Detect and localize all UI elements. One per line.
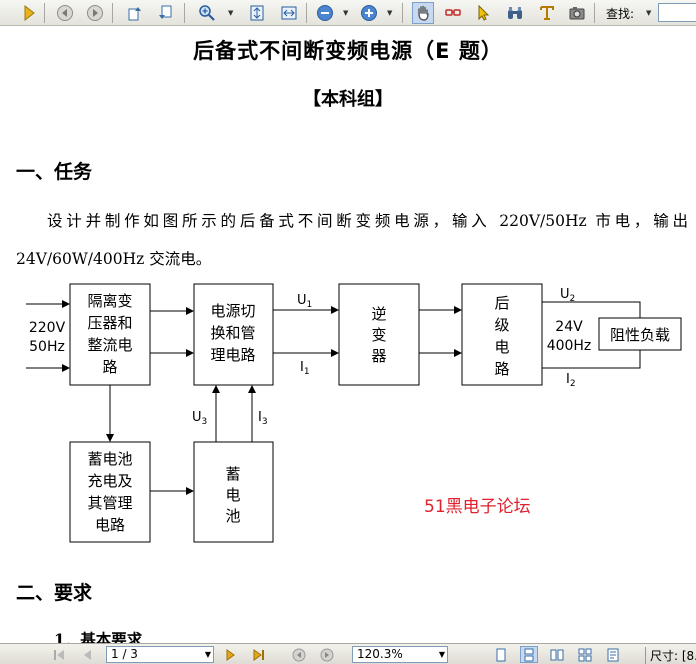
charger-label-2: 充电及 bbox=[87, 472, 132, 490]
separator bbox=[594, 3, 595, 23]
status-bar: 1 / 3 ▼ 120.3% ▼ 尺寸: [8. bbox=[0, 643, 696, 664]
load-label: 阻性负载 bbox=[610, 326, 670, 344]
page-up-icon[interactable] bbox=[124, 2, 146, 24]
section-requirements-heading: 二、要求 bbox=[16, 582, 93, 604]
text-select-icon[interactable] bbox=[536, 2, 558, 24]
history-forward-icon[interactable] bbox=[318, 646, 336, 663]
zoom-in-icon[interactable] bbox=[196, 2, 218, 24]
battery-label-2: 电 bbox=[225, 486, 240, 504]
section-task-heading: 一、任务 bbox=[16, 161, 93, 183]
continuous-facing-view-icon[interactable] bbox=[576, 646, 594, 663]
input-frequency-label: 50Hz bbox=[29, 339, 65, 355]
facing-view-icon[interactable] bbox=[548, 646, 566, 663]
fit-page-icon[interactable] bbox=[246, 2, 268, 24]
post-label-1: 后 bbox=[494, 294, 509, 312]
charger-label-4: 电路 bbox=[95, 516, 125, 534]
switch-block bbox=[193, 283, 274, 386]
next-page-icon[interactable] bbox=[222, 646, 240, 663]
last-page-icon[interactable] bbox=[250, 646, 268, 663]
post-label-3: 电 bbox=[494, 338, 509, 356]
toolbar: ▼ ▼ ▼ 查找: ▼ bbox=[0, 0, 696, 26]
hand-tool-icon[interactable] bbox=[412, 2, 434, 24]
inverter-label-3: 器 bbox=[371, 347, 386, 365]
snapshot-icon[interactable] bbox=[566, 2, 588, 24]
select-arrow-icon[interactable] bbox=[472, 2, 494, 24]
battery-label-1: 蓄 bbox=[225, 465, 240, 483]
transformer-label-3: 整流电 bbox=[87, 336, 132, 354]
find-options-arrow[interactable]: ▼ bbox=[646, 9, 652, 17]
task-paragraph: 设计并制作如图所示的后备式不间断变频电源，输入 220V/50Hz 市电，输出 … bbox=[16, 212, 688, 268]
transformer-label-2: 压器和 bbox=[87, 314, 132, 332]
i1-label: I1 bbox=[300, 360, 310, 377]
page-indicator[interactable]: 1 / 3 ▼ bbox=[106, 646, 214, 663]
charger-label-3: 其管理 bbox=[87, 494, 132, 512]
separator bbox=[402, 3, 403, 23]
page-layout-icon[interactable] bbox=[604, 646, 622, 663]
document-page: 后备式不间断变频电源（E 题） 【本科组】 一、任务 设计并制作如图所示的后备式… bbox=[0, 27, 696, 643]
document-title: 后备式不间断变频电源（E 题） bbox=[193, 39, 503, 63]
basic-requirements-heading: 1．基本要求 bbox=[54, 630, 143, 643]
switch-label-2: 换和管 bbox=[210, 324, 255, 342]
continuous-view-icon[interactable] bbox=[520, 646, 538, 663]
charger-label-1: 蓄电池 bbox=[87, 450, 132, 468]
zoom-dropdown-arrow[interactable]: ▼ bbox=[228, 9, 234, 17]
load-block bbox=[598, 317, 682, 351]
zoom-level-dropdown-arrow[interactable]: ▼ bbox=[438, 650, 445, 659]
glasses-icon[interactable] bbox=[442, 2, 464, 24]
page-size-label: 尺寸: [8. bbox=[645, 647, 696, 664]
separator bbox=[306, 3, 307, 23]
battery-block bbox=[193, 441, 274, 543]
zoom-plus-dropdown-arrow[interactable]: ▼ bbox=[387, 9, 393, 17]
find-label: 查找: bbox=[606, 7, 635, 21]
input-voltage-label: 220V bbox=[29, 320, 66, 336]
play-icon[interactable] bbox=[18, 2, 40, 24]
watermark-text: 51黑电子论坛 bbox=[424, 497, 531, 517]
zoom-out-dropdown-arrow[interactable]: ▼ bbox=[343, 9, 349, 17]
transformer-block bbox=[69, 283, 151, 386]
transformer-label-4: 路 bbox=[102, 358, 117, 376]
back-icon[interactable] bbox=[54, 2, 76, 24]
previous-page-icon[interactable] bbox=[78, 646, 96, 663]
u1-label: U1 bbox=[297, 293, 312, 310]
output-wire-bottom bbox=[542, 350, 641, 369]
fit-width-icon[interactable] bbox=[278, 2, 300, 24]
inverter-label-2: 变 bbox=[371, 326, 386, 344]
post-label-2: 级 bbox=[494, 316, 509, 334]
output-voltage-label: 24V bbox=[555, 319, 583, 335]
page-down-icon[interactable] bbox=[154, 2, 176, 24]
u3-label: U3 bbox=[192, 410, 207, 427]
output-wire-top bbox=[542, 301, 641, 318]
switch-label-3: 理电路 bbox=[210, 346, 255, 364]
history-back-icon[interactable] bbox=[290, 646, 308, 663]
separator bbox=[184, 3, 185, 23]
document-subtitle: 【本科组】 bbox=[303, 89, 393, 110]
post-label-4: 路 bbox=[494, 360, 509, 378]
page-dropdown-arrow[interactable]: ▼ bbox=[204, 650, 211, 659]
forward-icon[interactable] bbox=[84, 2, 106, 24]
zoom-level[interactable]: 120.3% ▼ bbox=[352, 646, 448, 663]
u2-label: U2 bbox=[560, 287, 575, 304]
single-page-view-icon[interactable] bbox=[492, 646, 510, 663]
first-page-icon[interactable] bbox=[50, 646, 68, 663]
inverter-block bbox=[338, 283, 420, 386]
zoom-plus-icon[interactable] bbox=[358, 2, 380, 24]
battery-label-3: 池 bbox=[225, 507, 240, 525]
find-input[interactable] bbox=[658, 3, 696, 22]
charger-block bbox=[69, 441, 151, 543]
zoom-out-icon[interactable] bbox=[314, 2, 336, 24]
switch-label-1: 电源切 bbox=[210, 302, 255, 320]
transformer-label-1: 隔离变 bbox=[87, 292, 132, 310]
inverter-label-1: 逆 bbox=[371, 305, 386, 323]
i3-label: I3 bbox=[258, 410, 268, 427]
binoculars-icon[interactable] bbox=[504, 2, 526, 24]
separator bbox=[44, 3, 45, 23]
post-stage-block bbox=[461, 283, 543, 386]
separator bbox=[112, 3, 113, 23]
block-diagram: 220V 50Hz U1 I1 U2 I2 24V 400Hz U3 I3 隔离… bbox=[26, 283, 682, 543]
i2-label: I2 bbox=[566, 372, 576, 389]
output-frequency-label: 400Hz bbox=[547, 338, 592, 354]
